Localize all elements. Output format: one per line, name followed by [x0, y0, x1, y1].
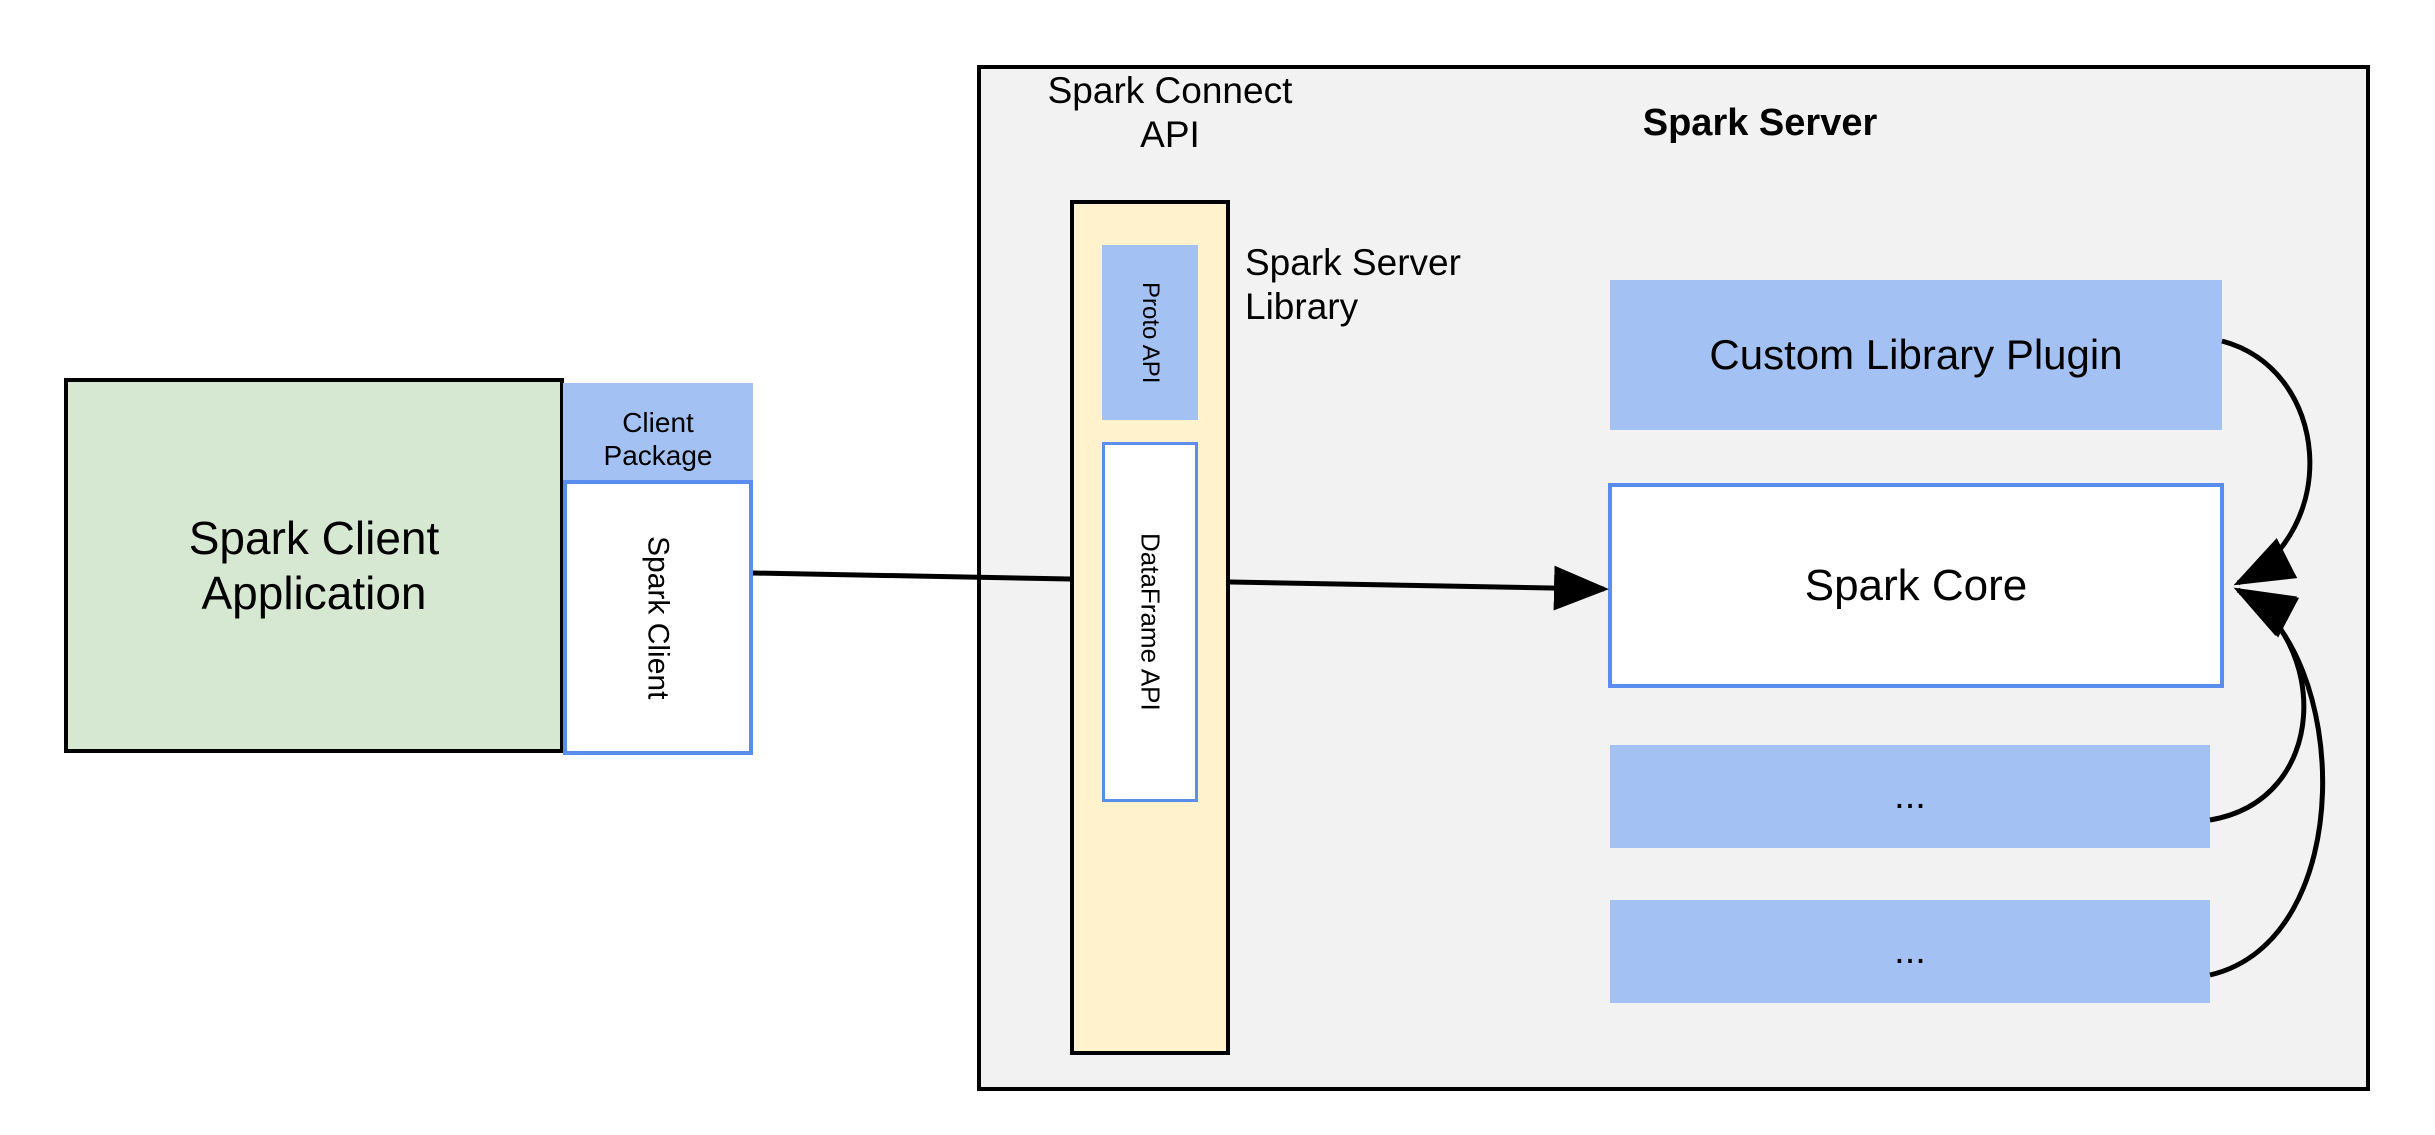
spark-client-label: Spark Client	[641, 535, 675, 700]
server-component-ellipsis-box-1[interactable]	[1610, 745, 2210, 848]
dataframe-api-label: DataFrame API	[1135, 533, 1166, 711]
custom-library-plugin-box[interactable]	[1610, 280, 2222, 430]
spark-client-box[interactable]	[563, 480, 753, 755]
server-component-ellipsis-box-2[interactable]	[1610, 900, 2210, 1003]
spark-server-library-label: Spark Server Library	[1245, 242, 1461, 327]
client-package-box[interactable]	[563, 383, 753, 495]
spark-core-label: Spark Core	[1804, 560, 2028, 610]
spark-client-application-label: Spark Client Application	[188, 512, 440, 619]
proto-api-label: Proto API	[1137, 281, 1165, 384]
spark-core-box[interactable]	[1608, 483, 2224, 688]
spark-client-application-box[interactable]	[64, 378, 564, 753]
proto-api-box[interactable]	[1102, 245, 1198, 420]
dataframe-api-box[interactable]	[1102, 442, 1198, 802]
spark-connect-api-label: Spark Connect API	[1047, 70, 1293, 155]
server-component-ellipsis-label-1: ...	[1894, 775, 1926, 818]
client-package-label: Client Package	[603, 406, 713, 471]
server-component-ellipsis-label-2: ...	[1894, 930, 1926, 973]
custom-library-plugin-label: Custom Library Plugin	[1709, 331, 2123, 379]
spark-server-title: Spark Server	[1642, 101, 1878, 144]
